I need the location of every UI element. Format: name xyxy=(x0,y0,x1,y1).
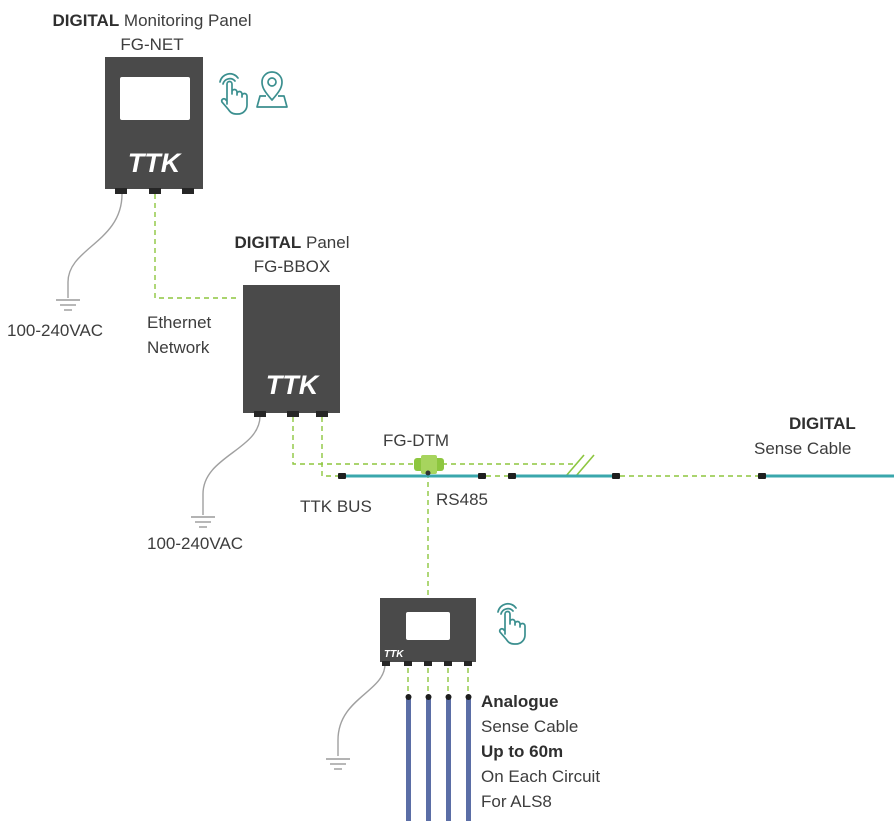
power-wire-fg-bbox xyxy=(202,415,261,515)
analogue-module-device: TTK xyxy=(380,598,476,666)
fg-bbox-model: FG-BBOX xyxy=(254,257,331,276)
port xyxy=(316,411,328,417)
fg-net-model: FG-NET xyxy=(120,35,183,54)
analogue-length: Up to 60m xyxy=(481,742,563,761)
touch-icon xyxy=(219,72,248,115)
ground-icon xyxy=(56,299,80,311)
cable-connector xyxy=(338,473,346,479)
port xyxy=(424,661,432,666)
port xyxy=(149,188,161,194)
fg-net-title: DIGITAL Monitoring Panel xyxy=(52,11,251,30)
port xyxy=(382,661,390,666)
power-wires xyxy=(67,193,386,756)
cable-connector xyxy=(612,473,620,479)
connection-lines xyxy=(154,194,760,696)
cable-connector xyxy=(465,694,472,700)
fg-dtm-label: FG-DTM xyxy=(383,431,449,450)
analogue-subtitle: Sense Cable xyxy=(481,717,578,736)
cable-connector xyxy=(478,473,486,479)
analogue-cable xyxy=(406,698,411,821)
cable-break-symbol xyxy=(565,454,595,477)
ground-symbols xyxy=(56,299,350,770)
fg-net-device: TTK xyxy=(105,57,203,194)
analogue-cable xyxy=(446,698,451,821)
ground-icon xyxy=(191,516,215,528)
digital-sense-feed xyxy=(321,417,340,477)
touch-icon xyxy=(497,602,526,645)
digital-cable-title: DIGITAL xyxy=(789,414,856,433)
cable-connector xyxy=(425,694,432,700)
device-display xyxy=(120,77,190,120)
fg-bbox-title: DIGITAL Panel xyxy=(235,233,350,252)
power-label: 100-240VAC xyxy=(7,321,103,340)
port xyxy=(287,411,299,417)
ttk-bus-label: TTK BUS xyxy=(300,497,372,516)
cable-connector xyxy=(758,473,766,479)
analogue-title: Analogue xyxy=(481,692,558,711)
port xyxy=(115,188,127,194)
rs485-label: RS485 xyxy=(436,490,488,509)
cable-connector xyxy=(445,694,452,700)
network-label: Network xyxy=(147,338,210,357)
digital-sense-cables xyxy=(338,473,894,479)
power-wire-fg-net xyxy=(67,193,123,298)
device-logo: TTK xyxy=(384,649,404,660)
analogue-circuit: On Each Circuit xyxy=(481,767,600,786)
port xyxy=(404,661,412,666)
device-logo: TTK xyxy=(128,148,183,178)
analogue-model: For ALS8 xyxy=(481,792,552,811)
digital-cable-subtitle: Sense Cable xyxy=(754,439,851,458)
cable-connector xyxy=(508,473,516,479)
port xyxy=(464,661,472,666)
power-label: 100-240VAC xyxy=(147,534,243,553)
ttk-bus-link xyxy=(292,417,416,465)
device-logo: TTK xyxy=(266,370,321,400)
analogue-sense-cables xyxy=(405,694,472,821)
port xyxy=(254,411,266,417)
location-pin-icon xyxy=(256,71,288,108)
port xyxy=(444,661,452,666)
cable-connector xyxy=(405,694,412,700)
fg-bbox-device: TTK xyxy=(243,285,340,417)
ground-icon xyxy=(326,758,350,770)
power-wire-module xyxy=(337,663,386,756)
ethernet-label: Ethernet xyxy=(147,313,212,332)
ethernet-network-link xyxy=(154,194,240,299)
fg-dtm-junction xyxy=(414,455,444,476)
analogue-cable xyxy=(466,698,471,821)
device-display xyxy=(406,612,450,640)
analogue-cable xyxy=(426,698,431,821)
port xyxy=(182,188,194,194)
